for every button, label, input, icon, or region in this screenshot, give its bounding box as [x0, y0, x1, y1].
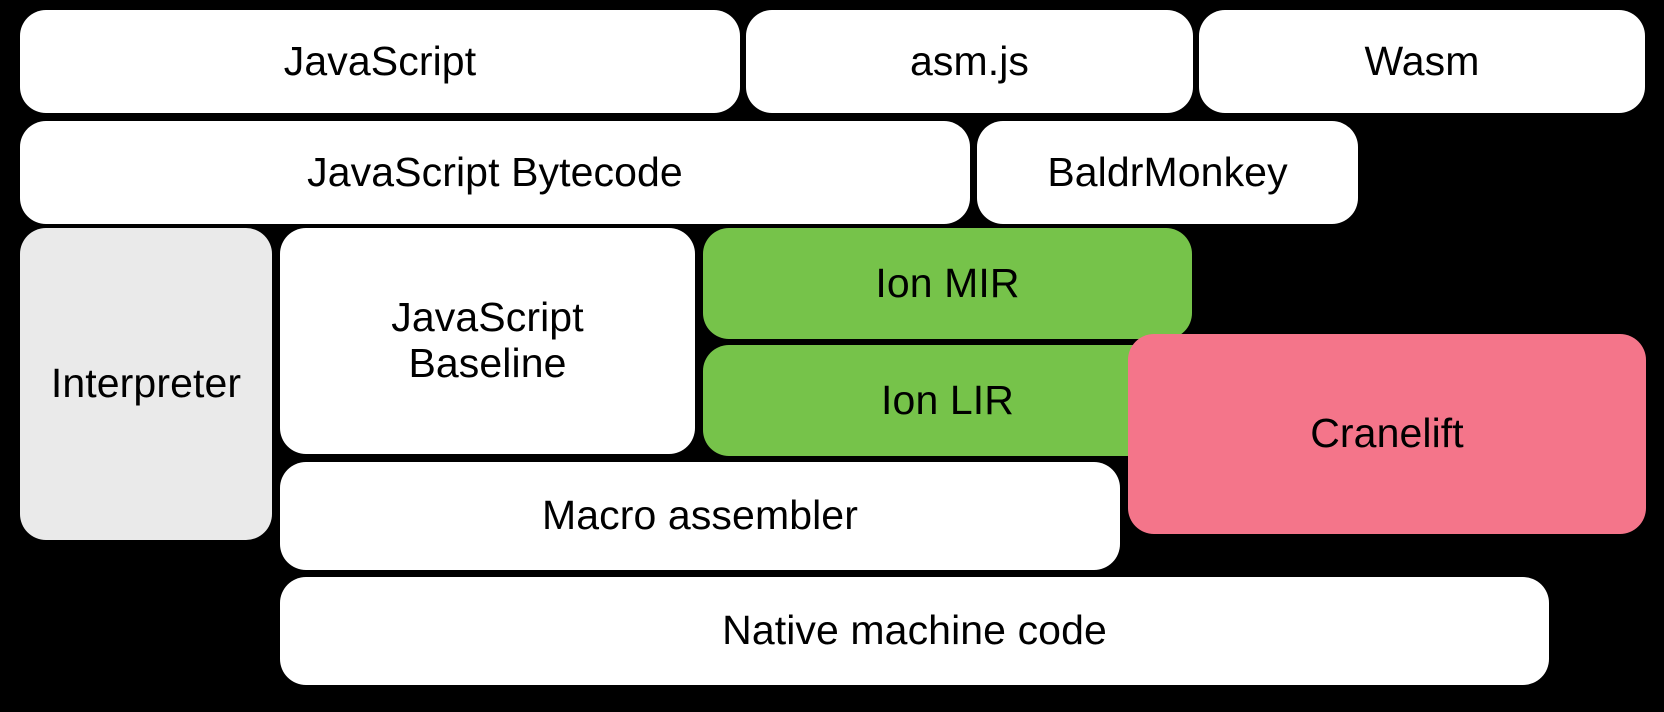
node-macro-assembler: Macro assembler — [280, 462, 1120, 570]
node-baldrmonkey: BaldrMonkey — [977, 121, 1358, 224]
node-ion-mir: Ion MIR — [703, 228, 1192, 339]
node-asmjs: asm.js — [746, 10, 1193, 113]
node-javascript: JavaScript — [20, 10, 740, 113]
node-ion-lir: Ion LIR — [703, 345, 1192, 456]
node-javascript-bytecode: JavaScript Bytecode — [20, 121, 970, 224]
node-native-machine-code: Native machine code — [280, 577, 1549, 685]
node-cranelift: Cranelift — [1128, 334, 1646, 534]
node-interpreter: Interpreter — [20, 228, 272, 540]
node-javascript-baseline: JavaScript Baseline — [280, 228, 695, 454]
node-wasm: Wasm — [1199, 10, 1645, 113]
